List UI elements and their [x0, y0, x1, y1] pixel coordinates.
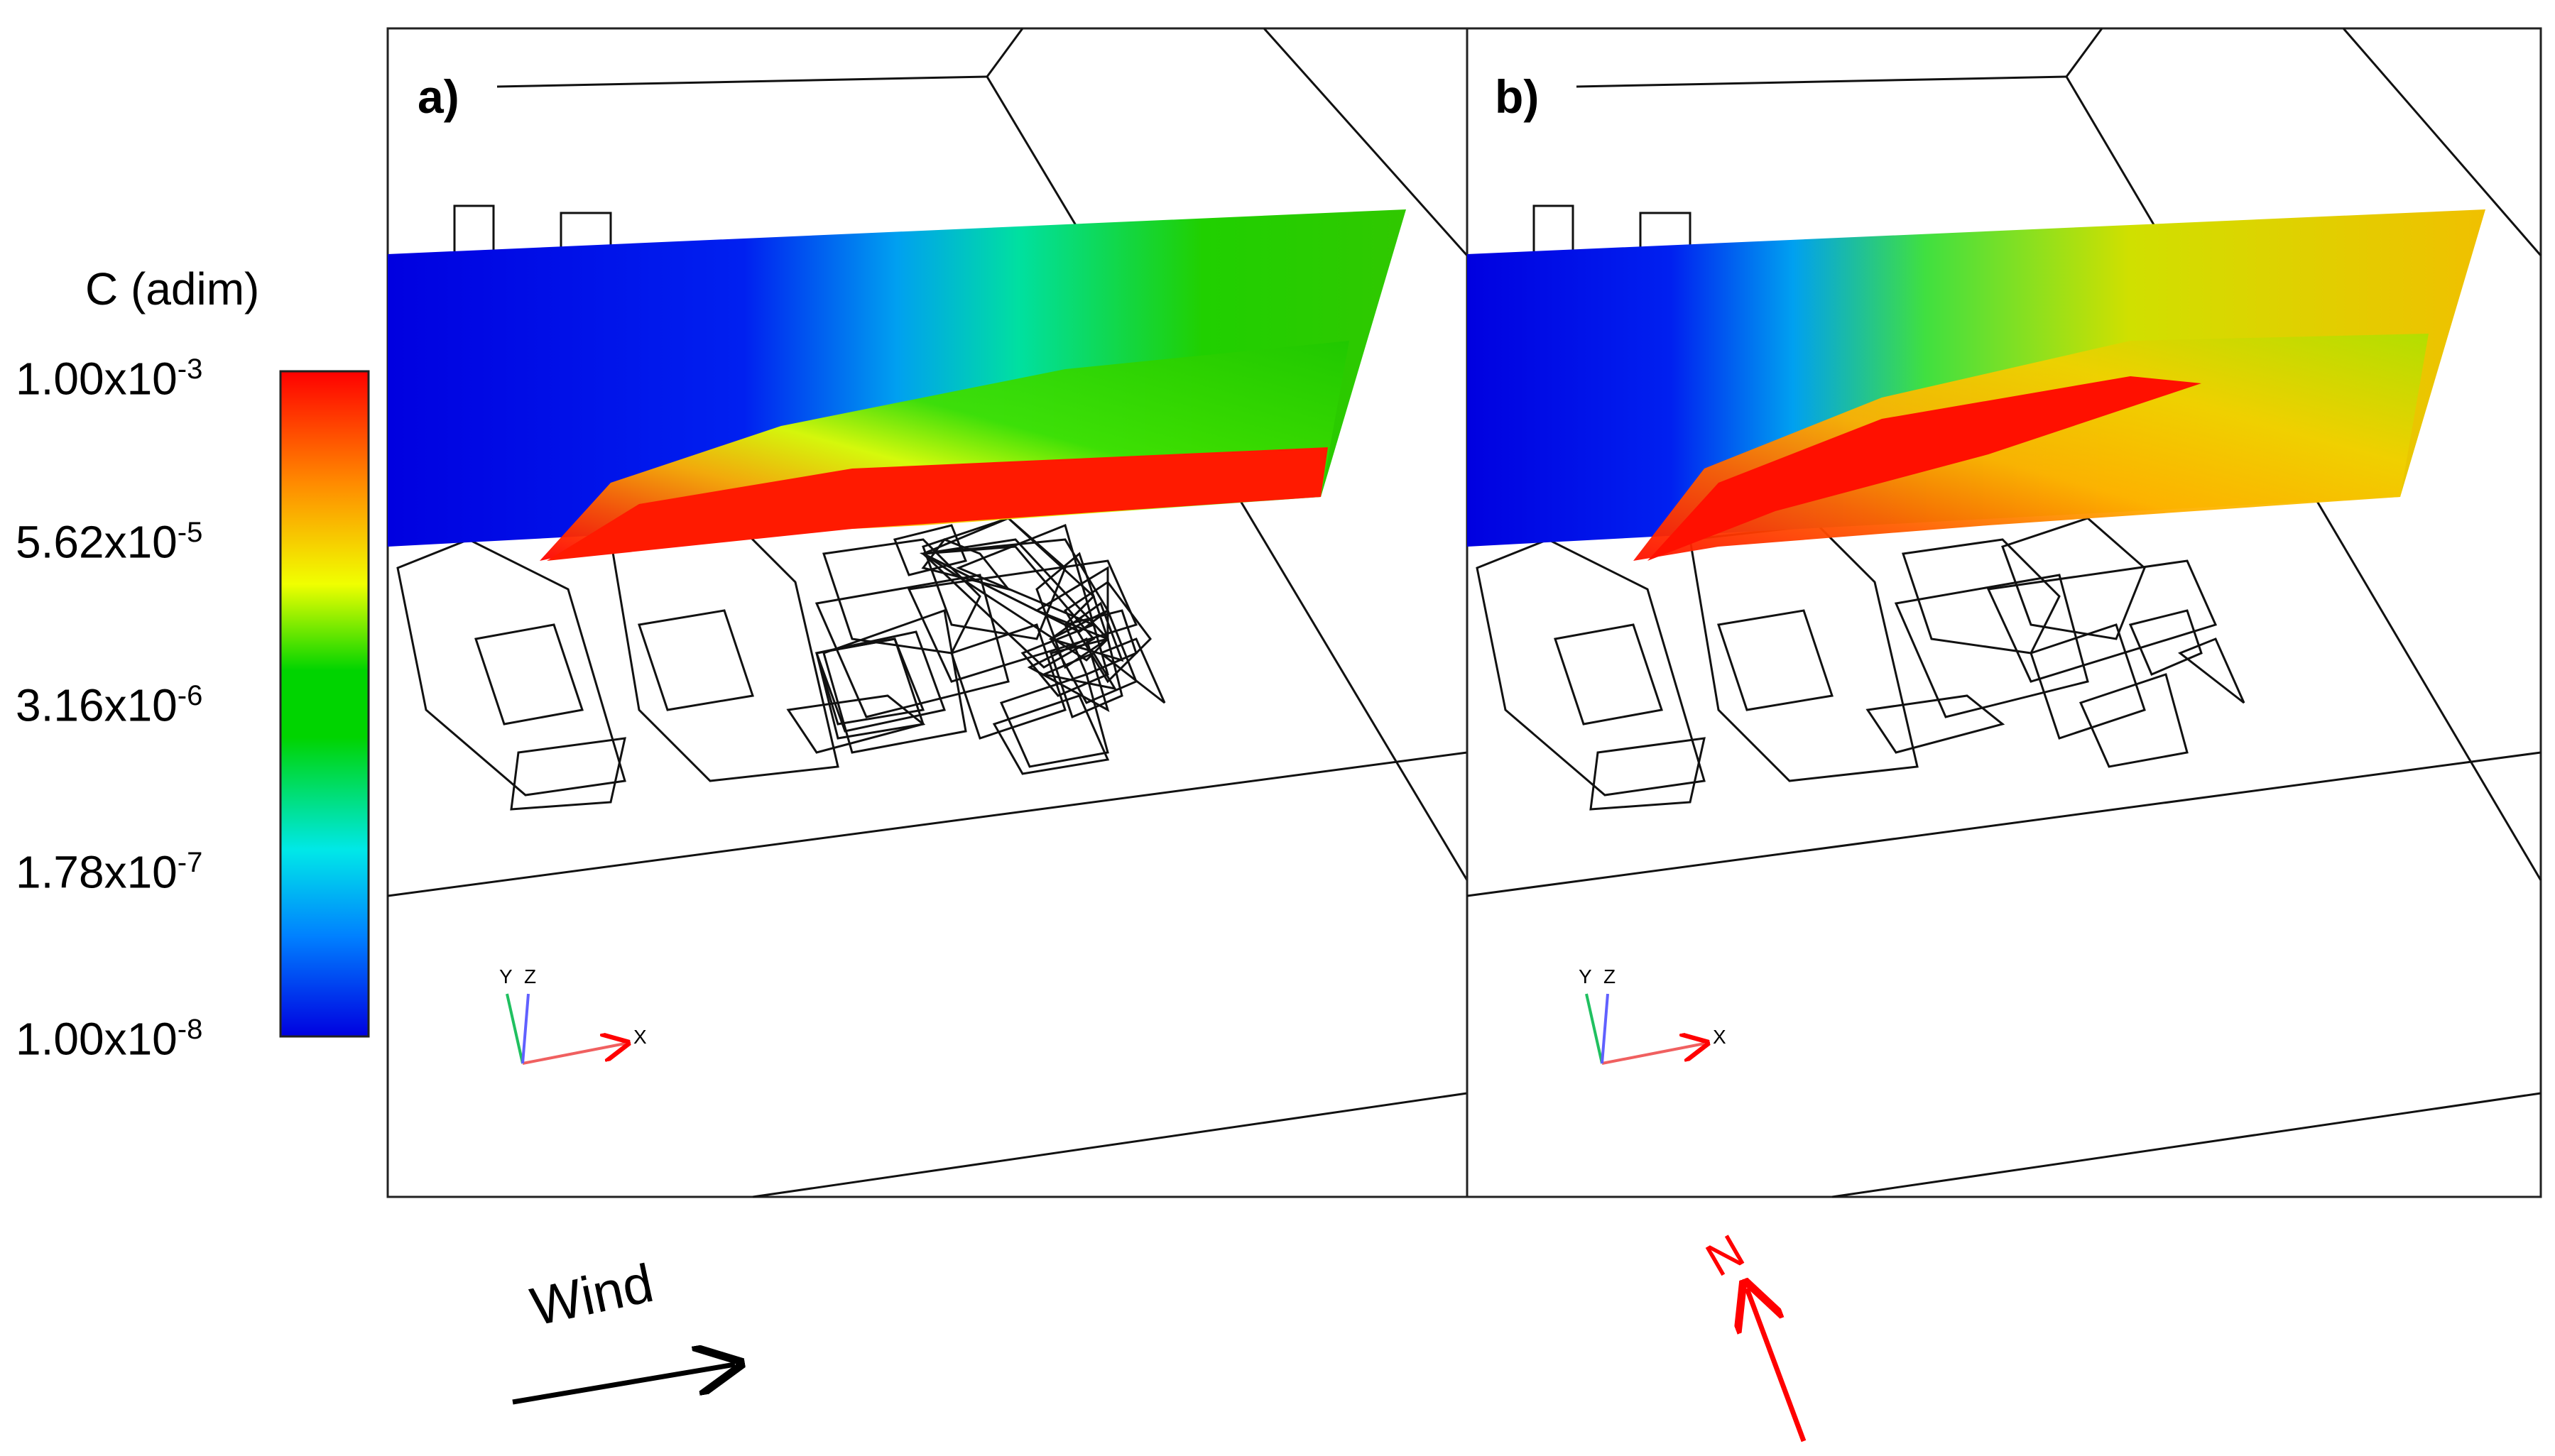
panel-b-triad-z: Z: [1603, 965, 1616, 987]
colorbar-tick-label: 1.00x10-8: [16, 1013, 203, 1065]
colorbar: [279, 370, 370, 1038]
panel-a-plume-core: [547, 447, 1328, 561]
panel-b-triad-y: Y: [1579, 965, 1592, 987]
panel-a-triad-x: X: [633, 1026, 647, 1048]
panel-b-plume-core: [1647, 376, 2201, 561]
panel-a-buildings: [396, 204, 1166, 811]
panel-a-frame: [386, 27, 1469, 1198]
panel-a-axis-triad: X Y Z: [499, 965, 647, 1065]
colorbar-title: C (adim): [85, 263, 260, 314]
colorbar-tick-label: 3.16x10-6: [16, 679, 203, 731]
colorbar-tick-label: 1.00x10-3: [16, 353, 203, 405]
panel-a-triad-y: Y: [499, 965, 513, 987]
panel-a: X Y Z: [386, 27, 1469, 1198]
panel-b-plume: [1633, 334, 2429, 561]
panel-b-axis-triad: X Y Z: [1579, 965, 1726, 1065]
panel-b-frame: [1466, 27, 2542, 1198]
panel-a-triad-z: Z: [524, 965, 536, 987]
panel-b: X Y Z: [1466, 27, 2542, 1198]
panel-a-label: a): [418, 70, 459, 123]
wind-arrow: [512, 1364, 735, 1405]
north-arrow: [1747, 1288, 1807, 1443]
panel-b-label: b): [1495, 70, 1540, 123]
panel-b-triad-x: X: [1713, 1026, 1726, 1048]
panel-b-buildings: [1476, 204, 2245, 811]
colorbar-tick-label: 5.62x10-5: [16, 516, 203, 568]
colorbar-tick-label: 1.78x10-7: [16, 846, 203, 898]
